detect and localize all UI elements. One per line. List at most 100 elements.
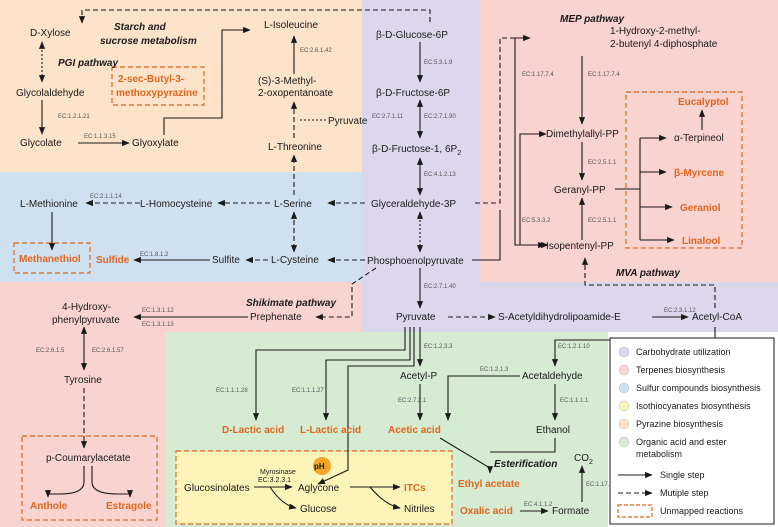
edge-pyruvate-llactic	[322, 327, 411, 421]
node-acetyl-coa: Acetyl-CoA	[692, 312, 742, 323]
node-co2-sub: 2	[589, 459, 593, 466]
node-pyruvate: Pyruvate	[396, 312, 436, 323]
edge-glucose6p-xylose	[78, 9, 431, 24]
node-d-lactic-acid: D-Lactic acid	[222, 425, 284, 436]
node-geraniol: Geraniol	[680, 203, 721, 214]
node-co2-main: CO	[574, 453, 589, 464]
node-fructose-16p-sub: 2	[457, 150, 461, 157]
ec-tyrosine-b: EC:2.6.1.57	[92, 348, 124, 354]
pathway-label-shikimate: Shikimate pathway	[246, 298, 336, 309]
ec-tyrosine-a: EC:2.6.1.5	[36, 348, 65, 354]
legend-label-single: Single step	[660, 470, 705, 480]
node-prephenate: Prephenate	[250, 312, 302, 323]
node-alpha-terpineol: α-Terpineol	[674, 133, 724, 144]
node-pyrazine-2: methoxypyrazine	[116, 88, 198, 99]
legend-label-isothiocyanates: Isothiocyanates biosynthesis	[636, 401, 751, 411]
edge-ethanol-ethylacetate	[490, 438, 556, 453]
pathway-label-esterification: Esterification	[494, 459, 557, 470]
node-fructose-16p-main: β-D-Fructose-1, 6P	[372, 144, 458, 155]
node-anthole: Anthole	[30, 501, 68, 512]
node-acetic-acid: Acetic acid	[388, 425, 441, 436]
node-l-methionine: L-Methionine	[20, 199, 78, 210]
unmapped-box-terpenes	[625, 91, 743, 249]
legend-swatch-terpenes	[618, 364, 630, 376]
node-linalool: Linalool	[682, 236, 721, 247]
legend-swatch-unmapped	[617, 504, 653, 518]
ec-ipp-geranyl: EC:2.5.1.1	[588, 218, 617, 224]
node-hmbpp-2: 2-butenyl 4-diphosphate	[610, 39, 718, 50]
ec-ethanol: EC:1.1.1.1	[560, 398, 589, 404]
legend-label-carbohydrate: Carbohydrate utilization	[636, 347, 731, 357]
legend-label-organic-acid: Organic acid and ester	[636, 437, 727, 447]
node-glycolate: Glycolate	[20, 138, 62, 149]
node-itcs: ITCs	[404, 483, 426, 494]
legend-swatch-sulfur	[618, 382, 630, 394]
unmapped-box-phenylpropanoids	[21, 435, 158, 521]
legend-swatch-pyrazine	[618, 418, 630, 430]
node-methyl-oxopentanoate: (S)-3-Methyl-	[258, 76, 316, 87]
ec-acetyl-p: EC:1.2.3.3	[424, 344, 453, 350]
node-ethanol: Ethanol	[536, 425, 570, 436]
edge-acetylcoa-ipp	[581, 257, 716, 308]
ec-oxalic-formate: EC:4.1.1.2	[524, 502, 553, 508]
node-glyoxylate: Glyoxylate	[132, 138, 179, 149]
legend-label-multiple: Mutiple step	[660, 488, 709, 498]
node-phosphoenolpyruvate: Phosphoenolpyruvate	[367, 256, 464, 267]
node-l-cysteine: L-Cysteine	[271, 255, 319, 266]
unmapped-box-methanethiol	[13, 242, 91, 274]
node-pyruvate-small: Pyruvate	[328, 116, 368, 127]
ec-g6p-f6p: EC:5.3.1.9	[424, 60, 453, 66]
pathway-label-mep: MEP pathway	[560, 14, 625, 25]
node-pyrazine: 2-sec-Butyl-3-	[118, 74, 184, 85]
edge-aglycone-glucose	[269, 486, 297, 510]
node-glucose-6p: β-D-Glucose-6P	[376, 30, 448, 41]
node-tyrosine: Tyrosine	[64, 375, 102, 386]
node-glucose: Glucose	[300, 504, 337, 515]
legend-label-pyrazine: Pyrazine biosynthesis	[636, 419, 724, 429]
node-geranyl-pp: Geranyl-PP	[554, 185, 606, 196]
ec-formate-co2: EC:1.17.1.9	[586, 482, 618, 488]
ec-isoleucine: EC:2.6.1.42	[300, 48, 332, 54]
node-sulfite: Sulfite	[212, 255, 240, 266]
node-l-lactic-acid: L-Lactic acid	[300, 425, 361, 436]
ec-f16p-g3p: EC:4.1.2.13	[424, 172, 456, 178]
region-sulfur	[0, 172, 362, 282]
label-myrosinase: Myrosinase	[260, 469, 296, 476]
ec-dmapp-geranyl: EC:2.5.1.1	[588, 160, 617, 166]
legend-swatch-carbohydrate	[618, 346, 630, 358]
ec-f6p-f16p-b: EC:2.7.1.90	[424, 114, 456, 120]
edge-glyoxylate-isoleucine	[163, 26, 251, 135]
legend-swatch-isothiocyanates	[618, 400, 630, 412]
label-myrosinase-ec: EC:3.2.3.1	[258, 477, 291, 484]
region-pyrazine	[0, 0, 362, 172]
ec-methionine: EC:2.1.1.14	[90, 194, 122, 200]
edge-ipp-dmapp	[519, 130, 549, 249]
node-ethyl-acetate: Ethyl acetate	[458, 479, 520, 490]
node-s-acetyldihydrolipoamide: S-Acetyldihydrolipoamide-E	[498, 312, 621, 323]
node-oxalic-acid: Oxalic acid	[460, 506, 513, 517]
edge-pep-mep	[472, 210, 501, 261]
ec-acetaldehyde: EC:1.2.1.10	[558, 344, 590, 350]
node-acetyl-p: Acetyl-P	[400, 371, 438, 382]
ec-acetic-from-aldehyde: EC:1.2.1.3	[480, 367, 509, 373]
node-hmbpp: 1-Hydroxy-2-methyl-	[610, 26, 701, 37]
edge-coumaryl-anthole	[44, 466, 85, 498]
edge-aglycone-nitriles	[369, 486, 401, 510]
node-p-coumarylacetate: p-Coumarylacetate	[46, 453, 131, 464]
pathway-label-pgi: PGI pathway	[58, 58, 118, 69]
edge-pyruvate-dlactic	[252, 327, 406, 421]
region-carbohydrate-lower	[362, 282, 778, 332]
node-l-homocysteine: L-Homocysteine	[140, 199, 213, 210]
node-aglycone: Aglycone	[298, 483, 340, 494]
ec-d-lactic: EC:1.1.1.28	[216, 388, 248, 394]
node-l-threonine: L-Threonine	[268, 142, 322, 153]
region-terpene	[480, 0, 778, 282]
ec-acetyl-coa: EC:2.3.1.12	[664, 308, 696, 314]
node-hydroxyphenylpyruvate: 4-Hydroxy-	[62, 302, 111, 313]
ec-pep-pyruvate: EC:2.7.1.40	[424, 284, 456, 290]
pathway-label-starch: Starch and	[114, 22, 167, 33]
edge-pyruvate-aglycone	[317, 327, 415, 485]
legend-label-terpenes: Terpenes biosynthesis	[636, 365, 726, 375]
